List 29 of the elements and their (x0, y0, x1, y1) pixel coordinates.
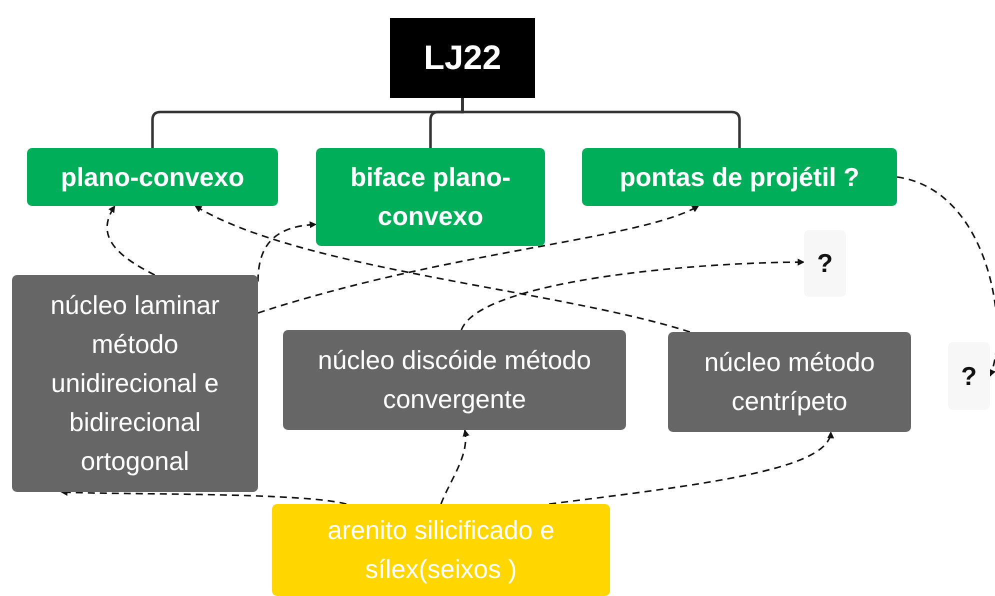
core-box (283, 330, 626, 430)
arrow (460, 258, 805, 330)
node-label: biface plano-convexo (349, 161, 512, 233)
material-box (272, 504, 610, 596)
node-label: ? (961, 360, 977, 392)
node-label: núcleo método centrípeto (703, 346, 876, 418)
unknown-box (948, 342, 990, 410)
arrow (549, 431, 832, 505)
node-label: ? (817, 247, 833, 280)
category-box (27, 148, 278, 206)
arrow (194, 205, 690, 333)
node-label: LJ22 (424, 38, 502, 78)
node-label: núcleo laminar método unidirecional e bidirecional ortogonal (49, 289, 221, 478)
core-box (12, 275, 258, 492)
node-label: plano-convexo (60, 160, 244, 194)
node-label: pontas de projétil ? (620, 160, 860, 194)
core-box (668, 332, 911, 432)
unknown-box (804, 230, 846, 297)
arrow (440, 429, 470, 504)
category-box (582, 148, 897, 206)
node-label: núcleo discóide método convergente (316, 344, 592, 416)
arrow (257, 221, 317, 282)
category-box (316, 148, 545, 246)
root-box (390, 18, 535, 98)
node-label: arenito silicificado e sílex(seixos ) (326, 514, 556, 586)
connector-line (461, 98, 741, 148)
arrow (896, 176, 995, 377)
arrow (106, 205, 156, 276)
arrow (258, 205, 700, 314)
